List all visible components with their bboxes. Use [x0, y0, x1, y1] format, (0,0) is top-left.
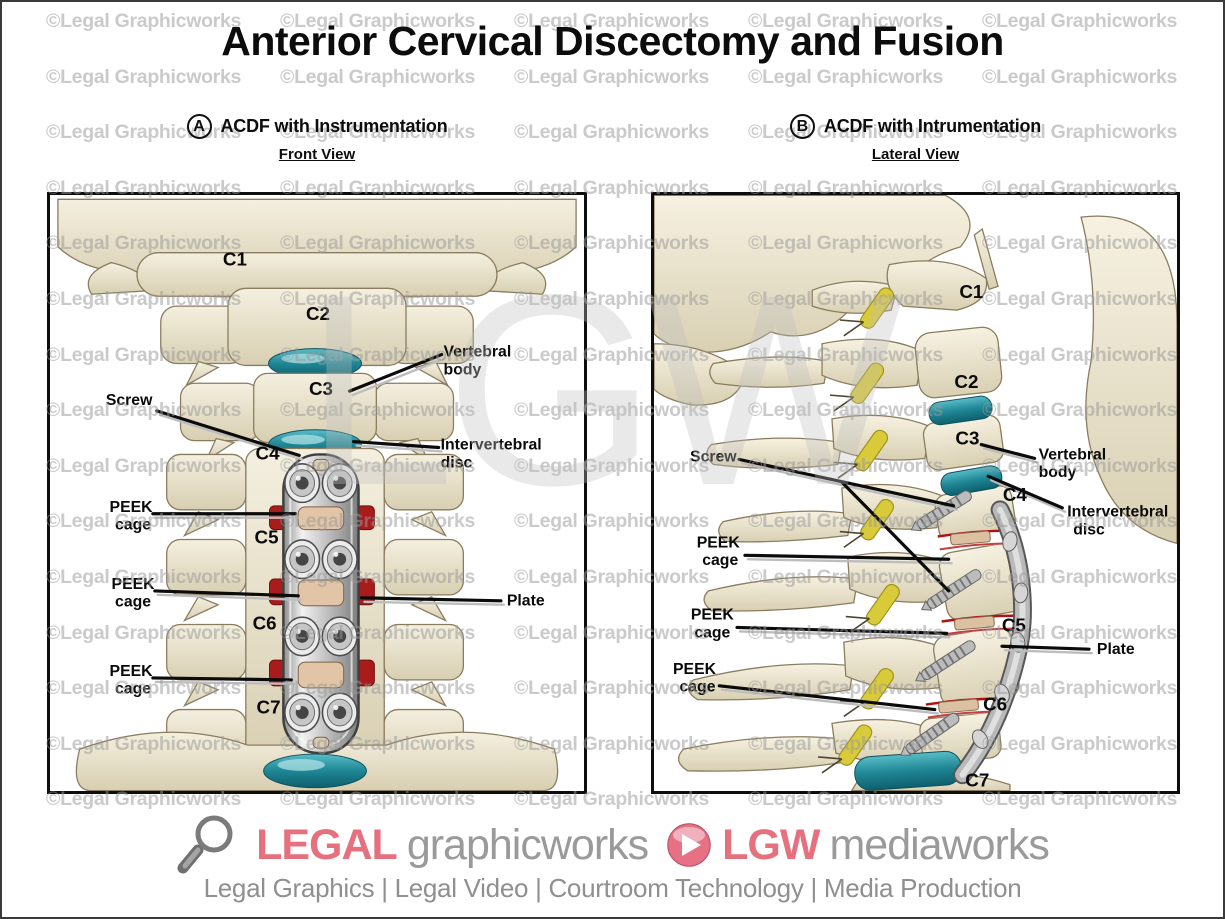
label-peek-cage: cage — [702, 552, 738, 569]
label-peek-cage: PEEK — [691, 607, 735, 624]
nerve-roots — [818, 287, 900, 774]
label-peek-cage: PEEK — [110, 663, 154, 680]
page-title: Anterior Cervical Discectomy and Fusion — [221, 18, 1004, 64]
fixation-screws — [900, 490, 982, 756]
anatomy-labels: C1 C2 C3 C4 C5 C6 C7 Screw Vertebral bod… — [106, 249, 545, 718]
brand-graphicworks: graphicworks — [406, 820, 649, 869]
panel-a-heading: ACDF with Instrumentation — [220, 116, 448, 136]
label-intervertebral-disc: disc — [441, 454, 473, 471]
peek-cage — [938, 698, 979, 714]
watermark-text: ©Legal Graphicworks — [280, 65, 476, 88]
footer-tagline: Legal Graphics | Legal Video | Courtroom… — [203, 873, 1022, 903]
label-c4: C4 — [1003, 484, 1028, 505]
label-vertebral-body: Vertebral — [1039, 446, 1107, 463]
play-icon — [667, 823, 711, 867]
brand-lgw: LGW — [722, 820, 820, 869]
label-c4: C4 — [256, 442, 281, 463]
cervical-plate — [282, 453, 360, 755]
panel-a-header: A ACDF with Instrumentation Front View — [47, 114, 587, 163]
label-screw: Screw — [690, 448, 737, 465]
label-plate: Plate — [1097, 641, 1135, 658]
label-c3: C3 — [955, 428, 979, 449]
label-vertebral-body: body — [444, 361, 482, 378]
watermark-text: ©Legal Graphicworks — [982, 65, 1178, 88]
anatomy-labels: C1 C2 C3 C4 C5 C6 C7 Screw Vertebral bod… — [673, 281, 1168, 790]
panel-b-lateral-view: C1 C2 C3 C4 C5 C6 C7 Screw Vertebral bod… — [651, 192, 1180, 794]
leader-lines — [151, 352, 506, 686]
label-c2: C2 — [954, 371, 978, 392]
watermark-text: ©Legal Graphicworks — [514, 65, 710, 88]
label-c1: C1 — [959, 281, 983, 302]
leader-lines — [717, 442, 1094, 715]
label-peek-cage: PEEK — [112, 576, 156, 593]
brand-mediaworks: mediaworks — [829, 820, 1049, 869]
label-vertebral-body: body — [1039, 464, 1077, 481]
lateral-view-illustration: C1 C2 C3 C4 C5 C6 C7 Screw Vertebral bod… — [654, 195, 1177, 791]
panel-b-view-label: Lateral View — [871, 146, 960, 163]
label-peek-cage: cage — [115, 594, 151, 611]
label-c1: C1 — [223, 249, 247, 270]
panel-b-heading: ACDF with Intrumentation — [823, 116, 1042, 136]
intervertebral-disc-teal — [854, 395, 1003, 791]
panel-a-letter-badge: A — [186, 114, 212, 139]
label-peek-cage: cage — [679, 679, 715, 696]
peek-cage — [953, 615, 995, 631]
vertebra-c2 — [160, 287, 474, 387]
plate-screws — [284, 463, 358, 733]
label-peek-cage: cage — [694, 624, 730, 641]
label-c5: C5 — [1002, 614, 1026, 635]
label-c7: C7 — [965, 770, 989, 791]
watermark-text: ©Legal Graphicworks — [748, 65, 944, 88]
label-plate: Plate — [507, 593, 545, 610]
label-c6: C6 — [983, 694, 1007, 715]
label-c7: C7 — [257, 697, 281, 718]
footer-brand: LEGAL graphicworks LGW mediaworks — [2, 814, 1223, 876]
intervertebral-disc-teal — [263, 753, 367, 789]
label-peek-cage: cage — [115, 517, 151, 534]
label-peek-cage: PEEK — [110, 499, 154, 516]
panel-a-view-label: Front View — [278, 146, 356, 163]
panel-a-front-view: C1 C2 C3 C4 C5 C6 C7 Screw Vertebral bod… — [47, 192, 587, 794]
peek-cage — [949, 530, 991, 546]
label-peek-cage: PEEK — [697, 534, 741, 551]
watermark-text: ©Legal Graphicworks — [46, 65, 242, 88]
magnifier-icon — [177, 815, 233, 874]
label-intervertebral-disc: disc — [1073, 522, 1105, 539]
occiput-bone — [1080, 215, 1177, 545]
label-c6: C6 — [253, 612, 277, 633]
peek-cage-window — [297, 661, 345, 689]
intervertebral-disc-teal — [268, 348, 362, 379]
fusion-levels — [925, 529, 1019, 719]
cervical-plate-lateral — [953, 500, 1032, 785]
label-peek-cage: cage — [115, 681, 151, 698]
label-vertebral-body: Vertebral — [444, 344, 512, 361]
label-intervertebral-disc: Intervertebral — [441, 436, 542, 453]
brand-legal: LEGAL — [256, 820, 398, 869]
panel-b-letter-badge: B — [789, 114, 815, 139]
label-c5: C5 — [255, 526, 279, 547]
label-c3: C3 — [309, 378, 333, 399]
peek-cage-window — [297, 506, 345, 531]
front-view-illustration: C1 C2 C3 C4 C5 C6 C7 Screw Vertebral bod… — [57, 198, 577, 791]
label-c2: C2 — [306, 303, 330, 324]
label-screw: Screw — [106, 392, 153, 409]
styloid-process — [973, 227, 999, 291]
panel-b-header: B ACDF with Intrumentation Lateral View — [651, 114, 1180, 163]
label-peek-cage: PEEK — [673, 661, 717, 678]
spinous-processes — [678, 356, 859, 772]
peek-cage-window — [297, 579, 345, 607]
label-intervertebral-disc: Intervertebral — [1067, 504, 1168, 521]
